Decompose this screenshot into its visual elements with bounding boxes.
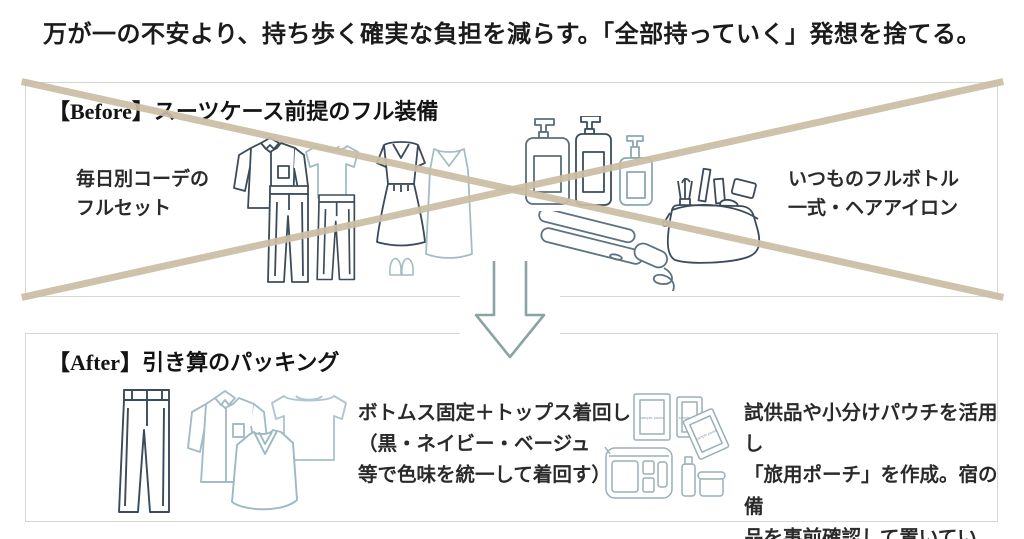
pump-bottle-icon: [619, 135, 653, 206]
shoes-icon: [389, 257, 414, 276]
full-wardrobe-illustration: [233, 137, 473, 283]
blouse-icon: [231, 429, 298, 511]
travel-pouch-icon: [604, 446, 673, 499]
after-section: 【After】引き算のパッキング ボトムス固定＋トップス着回し （黒・ネイビー・…: [25, 333, 998, 539]
sachet-label: sample packs: [640, 415, 664, 420]
after-pants-illustration: [118, 389, 170, 513]
hair-iron-icon: [538, 211, 675, 291]
pump-bottle-icon: [575, 116, 612, 206]
shirt-icon: [187, 390, 269, 483]
before-section: 【Before】スーツケース前提のフル装備 毎日別コーデの フルセット いつもの…: [20, 77, 1004, 301]
page-title: 万が一の不安より、持ち歩く確実な負担を減らす。「全部持っていく」発想を捨てる。: [43, 22, 981, 48]
travel-pouch-illustration: sample packs sample packs sample packs: [604, 393, 730, 499]
before-left-label: 毎日別コーデの フルセット: [76, 169, 210, 219]
bottle-icon: [681, 456, 696, 497]
cosmetic-pouch-icon: [661, 167, 761, 264]
after-heading: 【After】引き算のパッキング: [48, 350, 340, 375]
sample-sachet-icon: sample packs: [633, 393, 671, 441]
after-pouch-note: 試供品や小分けパウチを活用し 「旅用ポーチ」を作成。宿の備 品を事前確認して置い…: [744, 402, 998, 539]
sample-sachet-icon: sample packs: [682, 408, 730, 460]
after-tops-note: ボトムス固定＋トップス着回し （黒・ネイビー・ベージュ 等で色味を統一して着回す…: [358, 402, 632, 487]
after-tops-illustration: [187, 390, 347, 511]
pants-icon: [316, 194, 356, 281]
pants-icon: [118, 389, 170, 513]
jar-icon: [697, 471, 726, 497]
down-arrow-icon: [474, 261, 546, 359]
hair-iron-illustration: [538, 211, 675, 291]
cosmetic-pouch-illustration: [661, 167, 761, 264]
before-right-label: いつものフルボトル 一式・ヘアアイロン: [788, 169, 960, 219]
